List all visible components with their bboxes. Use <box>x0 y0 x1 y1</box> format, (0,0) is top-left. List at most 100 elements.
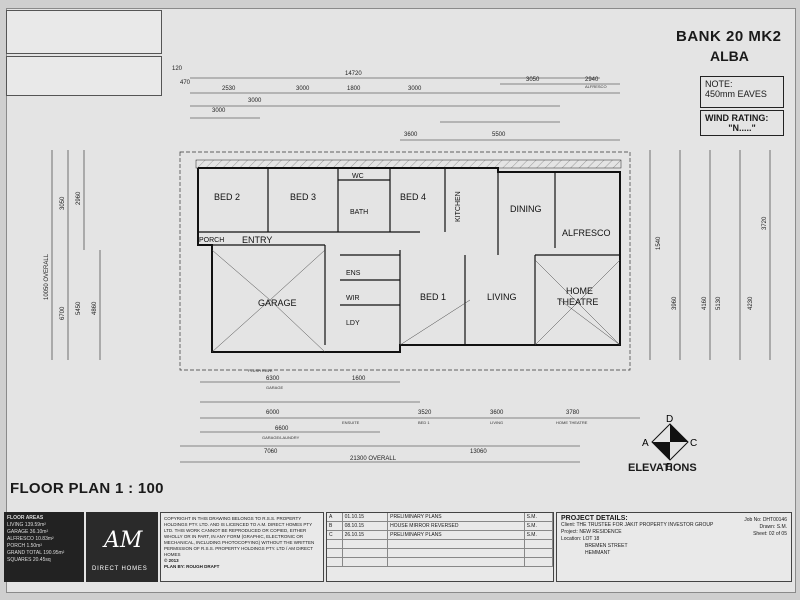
wind-label: WIND RATING: <box>705 113 769 123</box>
dim-right-1540: 1540 <box>656 236 662 250</box>
dim-470: 470 <box>180 80 191 86</box>
copyright-box: COPYRIGHT IN THIS DRAWING BELONGS TO R.S… <box>160 512 324 582</box>
client-label: Client: <box>561 522 576 528</box>
dim-3000a: 3000 <box>296 86 310 92</box>
room-garage: GARAGE <box>258 298 297 308</box>
elevation-compass: D A C B <box>642 414 697 472</box>
room-wc: WC <box>352 173 364 180</box>
dim-6600: 6600 <box>275 426 289 432</box>
wind-rating-box: WIND RATING: "N....." <box>700 110 784 136</box>
rev-date: 01.10.15 <box>342 513 389 522</box>
location-street: BREMEN STREET <box>585 543 628 549</box>
room-bed-2: BED 2 <box>214 192 240 202</box>
dim-home-theatre-label: HOME THEATRE <box>556 420 588 425</box>
floor-areas-box: FLOOR AREAS LIVING 139.59m² GARAGE 36.10… <box>4 512 84 582</box>
compass-c: C <box>690 438 697 449</box>
room-kitchen: KITCHEN <box>455 191 462 222</box>
sheet-value: 02 of 05 <box>768 531 787 537</box>
area-row: GRAND TOTAL 190.95m² <box>7 550 65 556</box>
dim-6000: 6000 <box>266 410 280 416</box>
dim-right-3960: 3960 <box>672 296 678 310</box>
rev-by: S.M. <box>524 513 554 522</box>
area-row: SQUARES 20.45sq <box>7 557 51 563</box>
job-number: DHT00146 <box>762 517 787 523</box>
dim-5500: 5500 <box>492 132 506 138</box>
project-label: Project: <box>561 529 578 535</box>
dim-right-4230: 4230 <box>748 296 754 310</box>
room-home-theatre-line1: HOME <box>566 286 593 296</box>
top-dimension-lines <box>190 77 620 141</box>
garage-roof-lines <box>211 249 621 353</box>
rev-date: 08.10.15 <box>342 521 389 531</box>
dim-left-6700: 6700 <box>60 306 66 320</box>
plan-subtitle: ALBA <box>710 48 749 64</box>
copyright-year: © 2013 <box>164 558 179 563</box>
dim-living-label: LIVING <box>490 420 503 425</box>
table-row: B 08.10.15 HOUSE MIRROR REVERSED S.M. <box>327 521 554 531</box>
area-row: LIVING 139.59m² <box>7 522 46 528</box>
dim-3050: 3050 <box>526 77 540 83</box>
dim-overall-top: 14720 <box>345 71 362 77</box>
drawn-value: S.M. <box>776 524 787 530</box>
eave-band-top <box>195 159 622 169</box>
dim-left-3050: 3050 <box>60 196 66 210</box>
project-details-box: PROJECT DETAILS: Client: THE TRUSTEE FOR… <box>556 512 792 582</box>
area-row: PORCH 1.50m² <box>7 543 43 549</box>
project-details-heading: PROJECT DETAILS: <box>561 515 628 522</box>
room-ens: ENS <box>346 270 361 277</box>
rev-desc: HOUSE MIRROR REVERSED <box>387 521 525 531</box>
eaves-note-box: NOTE: 450mm EAVES <box>700 76 784 108</box>
dim-left-5450: 5450 <box>76 301 82 315</box>
dim-1600: 1600 <box>352 376 366 382</box>
dim-right-4160: 4160 <box>702 296 708 310</box>
dim-2940: 2940 <box>585 77 599 83</box>
logo-company-name: DIRECT HOMES <box>92 566 148 572</box>
job-label: Job No: <box>744 517 762 523</box>
rev-date: 26.10.15 <box>342 530 389 540</box>
rev-id: C <box>327 530 343 540</box>
dim-alfresco-label: ALFRESCO <box>585 84 607 89</box>
rev-desc: PRELIMINARY PLANS <box>387 530 525 540</box>
dim-3000b: 3000 <box>408 86 422 92</box>
drawn-label: Drawn: <box>759 524 776 530</box>
dim-3600: 3600 <box>490 410 504 416</box>
dim-garage-label: GARAGE <box>266 385 283 390</box>
dim-1800: 1800 <box>347 86 361 92</box>
dim-overall-bottom: 21300 OVERALL <box>350 456 397 462</box>
rev-by: S.M. <box>524 530 554 540</box>
client-value: THE TRUSTEE FOR JAKIT PROPERTY INVESTOR … <box>576 522 714 528</box>
dim-120: 120 <box>172 66 183 72</box>
room-entry: ENTRY <box>242 235 272 245</box>
room-ldy: LDY <box>346 320 360 327</box>
dim-13060: 13060 <box>470 449 487 455</box>
room-bath: BATH <box>350 209 368 216</box>
revision-table: A 01.10.15 PRELIMINARY PLANS S.M. B 08.1… <box>326 512 554 582</box>
dim-3520: 3520 <box>418 410 432 416</box>
room-wir: WIR <box>346 295 360 302</box>
roof-eave-outline <box>179 151 631 371</box>
room-living: LIVING <box>487 292 517 302</box>
dim-left-2960: 2960 <box>76 191 82 205</box>
dim-3000c: 3000 <box>212 108 226 114</box>
dim-garage-laundry-label: GARAGE/LAUNDRY <box>262 435 300 440</box>
plan-by: PLAN BY: ROUGH DRAFT <box>164 564 220 569</box>
rev-desc: PRELIMINARY PLANS <box>387 513 525 522</box>
logo-monogram: AM <box>104 528 143 553</box>
rev-id: B <box>327 521 343 531</box>
rev-by: S.M. <box>524 521 554 531</box>
dim-right-5130: 5130 <box>716 296 722 310</box>
dim-bed1-label: BED 1 <box>418 420 430 425</box>
wind-value: "N....." <box>728 123 756 133</box>
room-alfresco: ALFRESCO <box>562 228 611 238</box>
location-label: Location: <box>561 536 582 542</box>
area-row: ALFRESCO 10.83m² <box>7 536 54 542</box>
area-row: GARAGE 36.10m² <box>7 529 49 535</box>
dim-3780: 3780 <box>566 410 580 416</box>
room-bed-3: BED 3 <box>290 192 316 202</box>
room-bed-4: BED 4 <box>400 192 426 202</box>
location-suburb: HEMMANT <box>585 550 611 556</box>
compass-b: B <box>666 462 673 472</box>
bottom-dimension-lines <box>180 381 640 463</box>
elevations-label: ELEVATIONS <box>628 462 697 474</box>
